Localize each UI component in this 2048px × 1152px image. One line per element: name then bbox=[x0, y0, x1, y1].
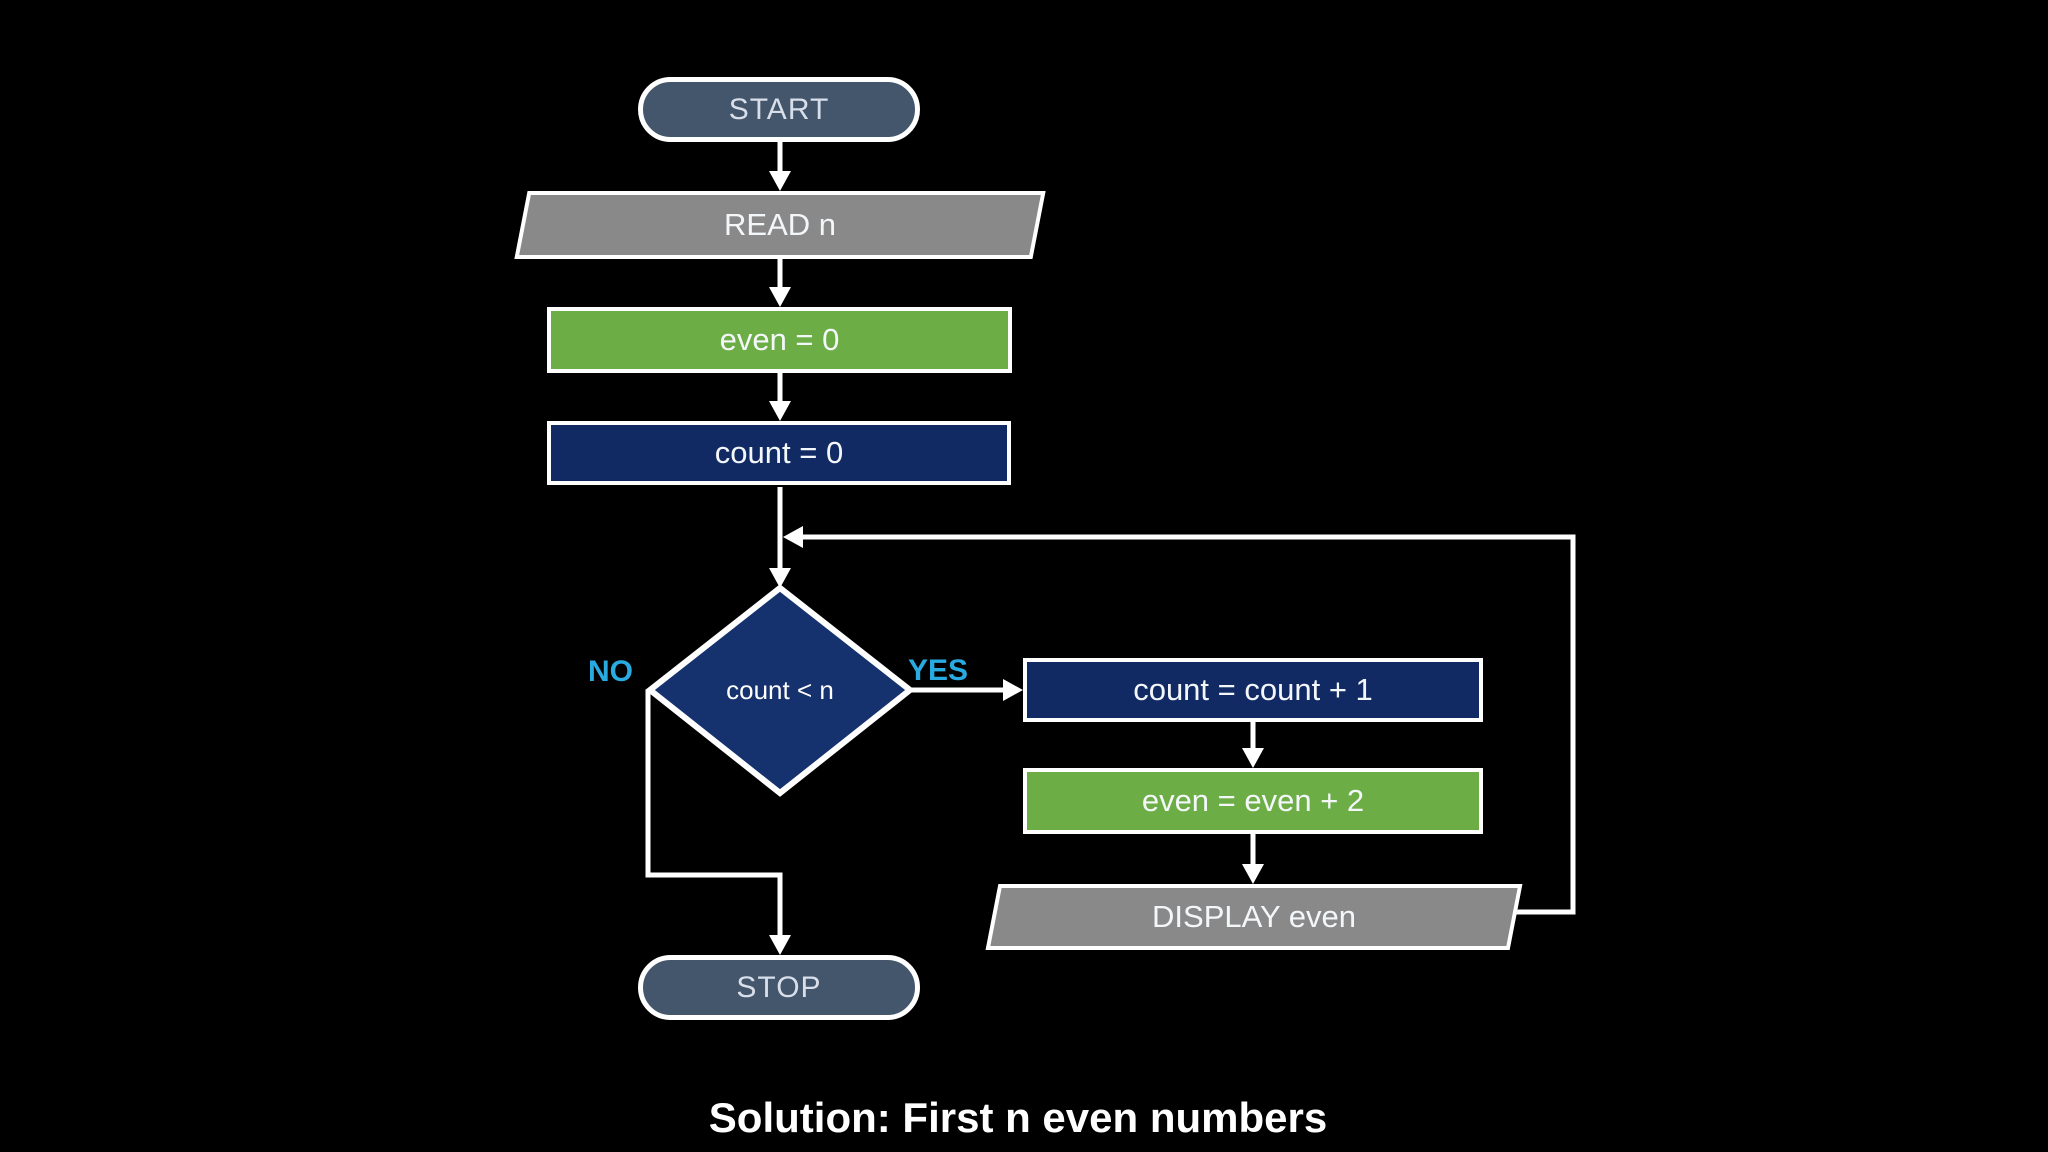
display-io-parallelogram: DISPLAY even bbox=[985, 884, 1523, 950]
branch-label-yes: YES bbox=[908, 654, 969, 687]
arrowhead bbox=[1242, 864, 1264, 884]
arrowhead bbox=[769, 287, 791, 307]
connector-loop-back bbox=[803, 534, 1576, 915]
branch-label-no: NO bbox=[588, 655, 633, 688]
arrowhead bbox=[1003, 679, 1023, 701]
init-even-label: even = 0 bbox=[719, 322, 840, 357]
arrowhead bbox=[769, 935, 791, 955]
arrowhead bbox=[769, 171, 791, 191]
arrowhead bbox=[769, 568, 791, 588]
inc-count-label: count = count + 1 bbox=[1133, 672, 1373, 707]
decision-label: count < n bbox=[726, 674, 834, 705]
connector-no-branch bbox=[645, 690, 783, 937]
stop-terminator: STOP bbox=[638, 955, 920, 1020]
read-io-parallelogram: READ n bbox=[514, 191, 1046, 259]
stop-label: STOP bbox=[736, 970, 822, 1004]
slide-caption: Solution: First n even numbers bbox=[708, 1094, 1328, 1141]
inc-even-process: even = even + 2 bbox=[1023, 768, 1483, 834]
init-even-process: even = 0 bbox=[547, 307, 1012, 373]
display-label: DISPLAY even bbox=[1152, 899, 1356, 934]
inc-even-label: even = even + 2 bbox=[1141, 783, 1365, 818]
read-label: READ n bbox=[724, 207, 836, 242]
init-count-process: count = 0 bbox=[547, 421, 1011, 485]
arrowhead bbox=[1242, 748, 1264, 768]
start-terminator: START bbox=[638, 77, 920, 142]
decision-diamond-shape bbox=[645, 584, 915, 797]
arrowhead bbox=[783, 526, 803, 548]
inc-count-process: count = count + 1 bbox=[1023, 658, 1483, 722]
start-label: START bbox=[728, 92, 830, 126]
init-count-label: count = 0 bbox=[714, 435, 844, 470]
arrowhead bbox=[769, 401, 791, 421]
